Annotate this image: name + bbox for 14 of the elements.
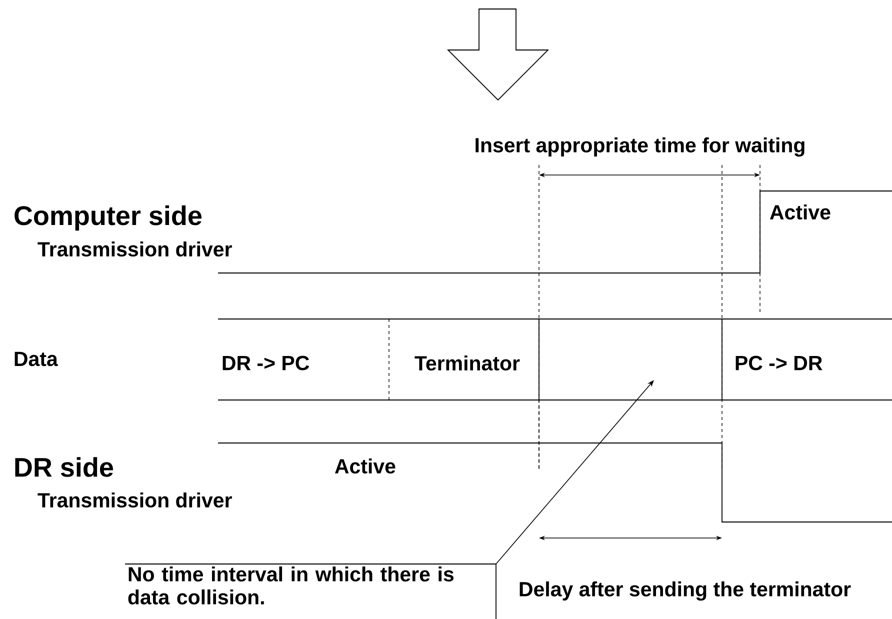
label: DR -> PC: [222, 356, 310, 370]
bus-segment: [538, 318, 722, 400]
label: Transmission driver: [38, 492, 232, 508]
label: Terminator: [414, 355, 520, 371]
leader-line: [496, 380, 654, 564]
label: Data: [14, 352, 58, 366]
label: Active: [334, 458, 396, 474]
label: Insert appropriate time for waiting: [476, 137, 804, 157]
label: Active: [770, 204, 830, 220]
label: Computer side: [14, 205, 202, 231]
label: DR side: [15, 457, 114, 477]
label: Delay after sending the terminator: [520, 581, 851, 601]
label: Transmission driver: [38, 241, 232, 257]
callout-box: No time interval in which there is data collision.: [124, 564, 496, 619]
